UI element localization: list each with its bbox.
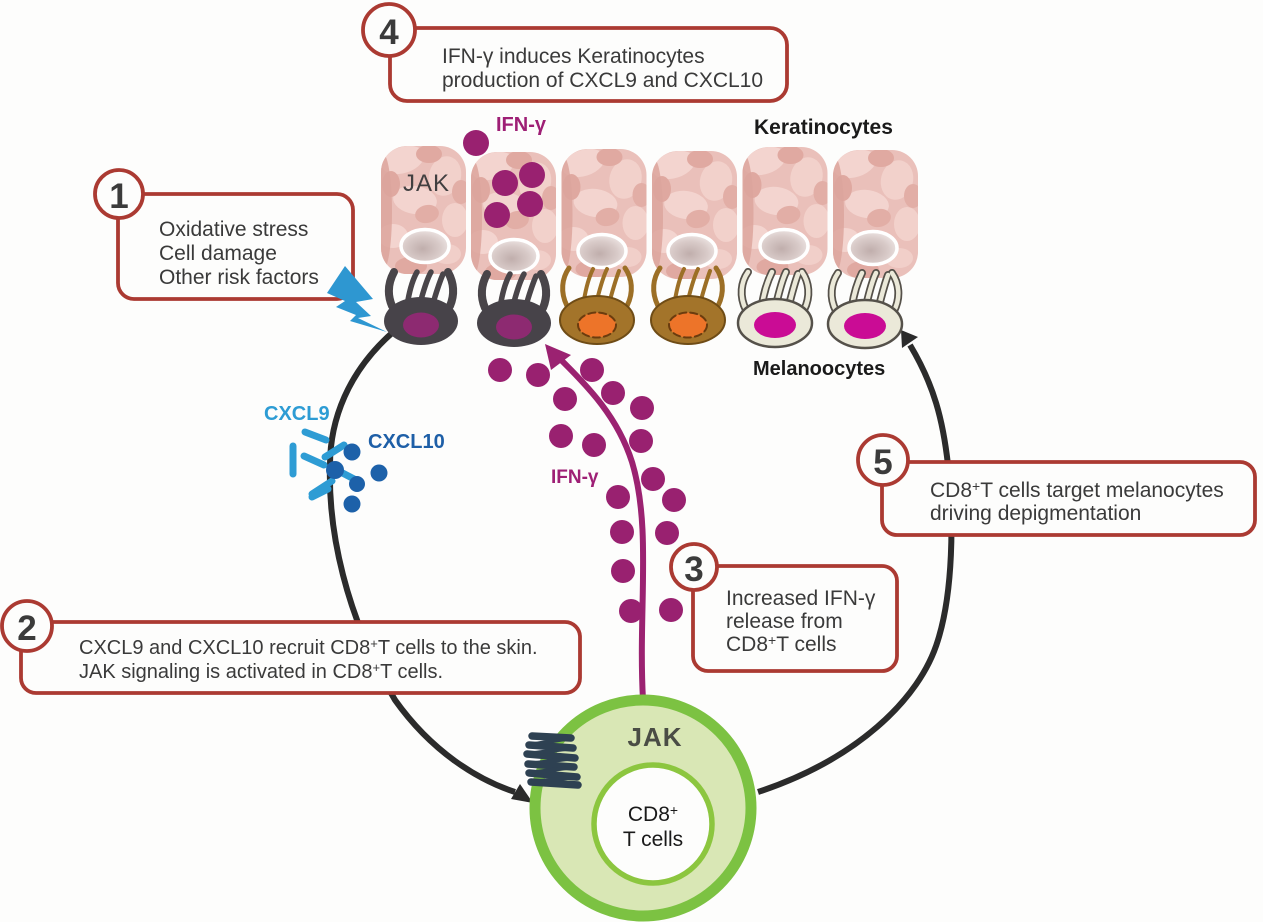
svg-text:CD8+: CD8+	[628, 802, 678, 826]
svg-text:CXCL9 and CXCL10 recruit CD8+T: CXCL9 and CXCL10 recruit CD8+T cells to …	[79, 636, 538, 659]
svg-text:5: 5	[873, 443, 892, 482]
svg-text:Cell damage: Cell damage	[159, 242, 277, 265]
svg-text:IFN-γ: IFN-γ	[551, 467, 599, 488]
svg-text:T cells: T cells	[623, 828, 683, 851]
svg-text:release from: release from	[726, 610, 843, 633]
svg-text:JAK: JAK	[627, 722, 682, 752]
svg-text:Melanoocytes: Melanoocytes	[753, 358, 885, 380]
svg-text:Increased IFN-γ: Increased IFN-γ	[726, 587, 876, 610]
svg-text:Keratinocytes: Keratinocytes	[754, 116, 893, 139]
svg-text:CD8+T cells: CD8+T cells	[726, 632, 837, 656]
svg-text:IFN-γ: IFN-γ	[496, 114, 547, 136]
svg-text:production of CXCL9 and CXCL10: production of CXCL9 and CXCL10	[442, 69, 763, 92]
svg-text:3: 3	[684, 550, 703, 589]
svg-text:CXCL10: CXCL10	[368, 431, 445, 453]
svg-text:JAK signaling is activated in: JAK signaling is activated in CD8+T cell…	[79, 660, 443, 683]
svg-text:Other risk factors: Other risk factors	[159, 266, 319, 289]
svg-text:JAK: JAK	[403, 170, 450, 197]
svg-text:4: 4	[379, 13, 399, 52]
svg-text:1: 1	[109, 177, 128, 216]
svg-text:IFN-γ induces Keratinocytes: IFN-γ induces Keratinocytes	[442, 45, 705, 68]
svg-text:Oxidative stress: Oxidative stress	[159, 218, 308, 241]
svg-text:2: 2	[17, 609, 36, 648]
svg-text:driving depigmentation: driving depigmentation	[930, 502, 1141, 525]
svg-text:CXCL9: CXCL9	[264, 403, 330, 425]
svg-text:CD8+T cells target melanocytes: CD8+T cells target melanocytes	[930, 478, 1224, 502]
